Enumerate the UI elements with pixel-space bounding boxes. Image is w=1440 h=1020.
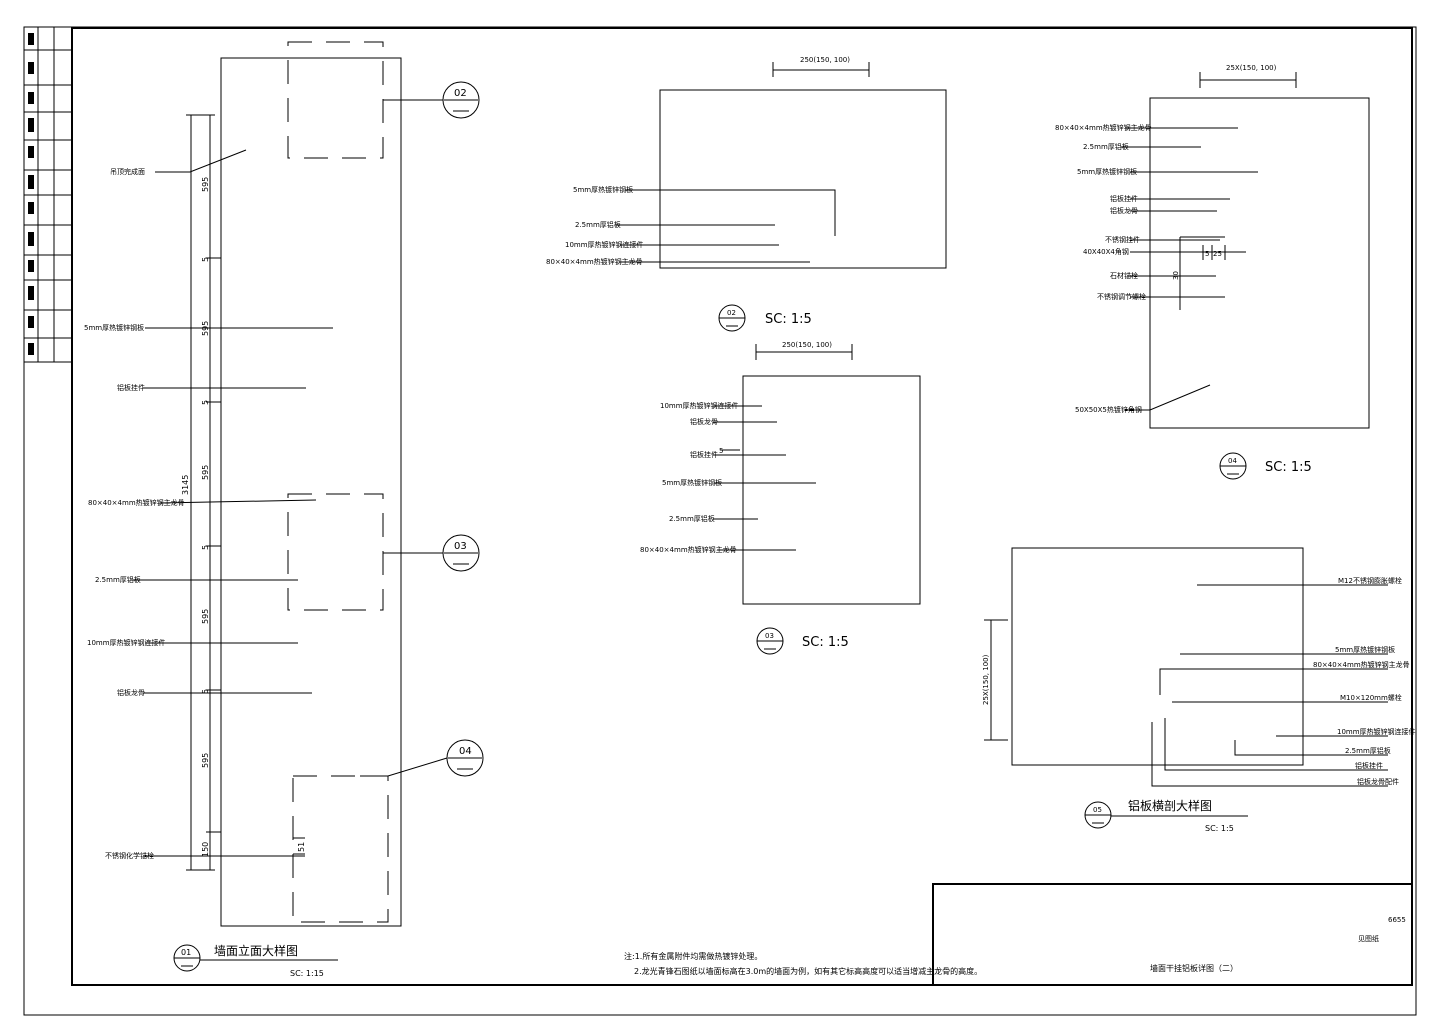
detail-05-label-2: 80×40×4mm热镀锌钢主龙骨 [1313,660,1410,669]
scale-bubble-04-id: 04 [1228,457,1237,465]
detail-05-label-4: 10mm厚热镀锌钢连接件 [1337,727,1416,736]
title-01-id: 01 [181,948,191,957]
detail-04-label-7: 石材锚栓 [1110,271,1138,280]
detail-02-section: 250(150, 100) 5mm厚热镀锌钢板 2.5mm厚铝板 10mm厚热镀… [546,56,947,332]
dim-7: 5 [201,689,210,694]
label-steel-plate: 5mm厚热镀锌钢板 [84,323,144,332]
detail-03-label-1: 铝板龙骨 [690,417,718,426]
detail-03-small-dim: 5 [719,447,723,455]
dim-5: 5 [201,545,210,550]
detail-03-section: 250(150, 100) 5 10mm厚热镀锌钢连接件 铝板龙骨 铝板挂件 5… [640,341,921,655]
detail-01-title: 墙面立面大样图 [214,943,298,958]
detail-02-label-1: 2.5mm厚铝板 [575,220,621,229]
detail-01-scale: SC: 1:15 [290,969,324,978]
inner-border [71,27,1413,986]
detail-03-label-3: 5mm厚热镀锌钢板 [662,478,722,487]
bubble-02-id: 02 [454,88,467,99]
general-notes: 注:1.所有金属附件均需做热镀锌处理。 2.龙光青锋石图纸以墙面标高在3.0m的… [624,951,982,976]
detail-05-label-5: 2.5mm厚铝板 [1345,746,1391,755]
detail-05-section: 25X(150, 100) M12不锈钢膨胀螺栓 5mm厚热镀锌钢板 80×40… [982,547,1416,833]
detail-05-label-3: M10×120mm螺栓 [1340,693,1402,702]
bubble-03-id: 03 [454,541,467,552]
drawing-title: 墙面干挂铝板详图（二） [1150,963,1238,973]
detail-04-label-0: 80×40×4mm热镀锌钢主龙骨 [1055,123,1152,132]
detail-05-title: 铝板横剖大样图 [1128,798,1212,813]
detail-02-label-3: 80×40×4mm热镀锌钢主龙骨 [546,257,643,266]
detail-05-label-6: 铝板挂件 [1355,761,1383,770]
label-connector: 10mm厚热镀锌钢连接件 [87,638,166,647]
label-main-keel: 80×40×4mm热镀锌钢主龙骨 [88,498,185,507]
callout-box-03 [287,493,384,611]
dim-4: 595 [201,465,210,480]
dim-overall: 3145 [181,475,190,495]
detail-04-label-3: 铝板挂件 [1110,194,1138,203]
detail-03-outline [742,375,921,605]
detail-02-label-2: 10mm厚热镀锌钢连接件 [565,240,644,249]
note-line-1: 注:1.所有金属附件均需做热镀锌处理。 [624,951,762,961]
title-block: 6655 见图纸 墙面干挂铝板详图（二） [932,883,1413,986]
detail-05-scale: SC: 1:5 [1205,824,1234,833]
detail-03-label-2: 铝板挂件 [690,450,718,459]
detail-04-label-1: 2.5mm厚铝板 [1083,142,1129,151]
dim-6: 595 [201,609,210,624]
callout-box-04 [292,775,389,923]
detail-04-dim-5: 5 [1205,250,1209,258]
bubble-02 [442,81,480,119]
title-block-code: 6655 [1388,916,1406,924]
bubble-03 [442,534,480,572]
detail-04-dim: 25X(150, 100) [1226,64,1277,72]
detail-02-outline [659,89,947,269]
detail-04-label-8: 不锈钢调节螺栓 [1097,292,1146,301]
detail-04-scale: SC: 1:5 [1265,460,1312,475]
detail-03-label-4: 2.5mm厚铝板 [669,514,715,523]
dim-3: 5 [201,400,210,405]
label-hanger: 铝板挂件 [117,383,145,392]
detail-03-scale: SC: 1:5 [802,635,849,650]
detail-05-label-1: 5mm厚热镀锌钢板 [1335,645,1395,654]
callout-label-51: 51 [297,842,306,852]
note-line-2: 2.龙光青锋石图纸以墙面标高在3.0m的墙面为例，如有其它标高高度可以适当增减主… [634,966,982,976]
dim-9: 150 [201,842,210,857]
bubble-04-id: 04 [459,746,472,757]
scale-bubble-03-id: 03 [765,632,774,640]
detail-05-outline [1011,547,1304,766]
detail-04-dim-25: 25 [1213,250,1222,258]
detail-02-scale: SC: 1:5 [765,312,812,327]
detail-04-dim-30: 30 [1172,271,1180,280]
detail-04-outline [1149,97,1370,429]
detail-04-label-6: 40X40X4角钢 [1083,247,1129,256]
detail-02-dim: 250(150, 100) [800,56,850,64]
label-keel: 铝板龙骨 [117,688,145,697]
title-block-subtitle: 见图纸 [1358,934,1379,943]
dim-0: 595 [201,177,210,192]
wall-elevation-outline [220,57,402,927]
label-aluminum-panel: 2.5mm厚铝板 [95,575,141,584]
detail-04-label-2: 5mm厚热镀锌钢板 [1077,167,1137,176]
detail-05-label-0: M12不锈钢膨胀螺栓 [1338,576,1402,585]
detail-03-label-0: 10mm厚热镀锌钢连接件 [660,401,739,410]
detail-04-label-9: 50X50X5热镀锌角钢 [1075,405,1142,414]
label-anchor: 不锈钢化学锚栓 [105,851,154,860]
detail-05-dim: 25X(150, 100) [982,654,990,705]
label-ceiling: 吊顶完成面 [110,167,145,176]
detail-01-elevation: 3145 595 5 595 5 595 5 595 5 595 150 51 … [84,41,484,978]
detail-04-label-5: 不锈钢挂件 [1105,235,1140,244]
detail-04-section: 25X(150, 100) 5 25 30 80×40×4mm热镀锌钢主龙骨 2… [1055,64,1370,480]
scale-bubble-02-id: 02 [727,309,736,317]
callout-box-02 [287,41,384,159]
binding-strip [23,26,73,363]
detail-02-label-0: 5mm厚热镀锌钢板 [573,185,633,194]
detail-03-label-5: 80×40×4mm热镀锌钢主龙骨 [640,545,737,554]
dim-1: 5 [201,257,210,262]
title-05-id: 05 [1093,806,1102,814]
bubble-04 [446,739,484,777]
detail-03-dim: 250(150, 100) [782,341,832,349]
outer-border [23,26,1417,1016]
detail-05-label-7: 铝板龙骨配件 [1357,777,1399,786]
dim-8: 595 [201,753,210,768]
detail-04-label-4: 铝板龙骨 [1110,206,1138,215]
